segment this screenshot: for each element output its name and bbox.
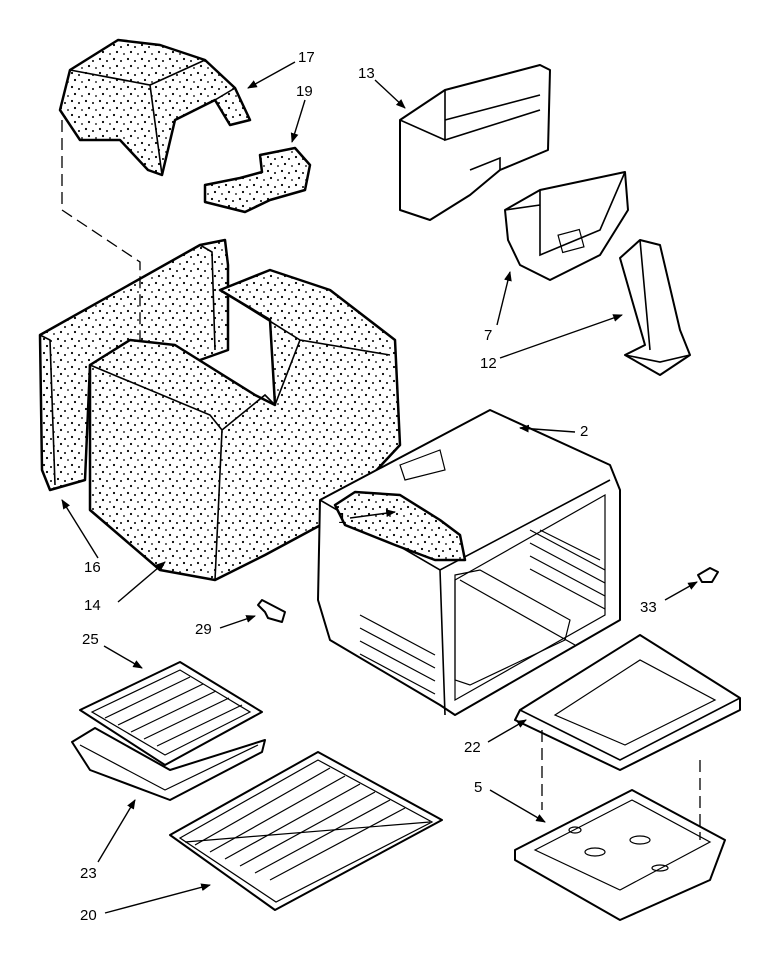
rack-supports-left (359, 614, 436, 695)
part-7-vent-cover (504, 171, 629, 281)
part-13-vent-duct (399, 64, 551, 221)
callout-20: 20 (80, 907, 97, 924)
callout-13: 13 (358, 65, 375, 82)
callout-19: 19 (296, 83, 313, 100)
part-23-broiler-pan (71, 727, 266, 801)
leader-lines (61, 61, 698, 914)
part-29-clip (257, 599, 286, 623)
callout-5: 5 (474, 779, 482, 796)
part-5-bottom-pan (514, 789, 726, 921)
part-22-frame (514, 634, 741, 771)
callout-labels: 17 19 13 2 1 7 12 16 14 29 33 25 23 20 2… (80, 49, 657, 924)
callout-14: 14 (84, 597, 101, 614)
alignment-line-17-to-14 (61, 120, 141, 340)
callout-16: 16 (84, 559, 101, 576)
part-20-oven-rack (169, 751, 443, 911)
callout-23: 23 (80, 865, 97, 882)
part-25-broiler-grid (79, 661, 263, 766)
callout-1: 1 (338, 510, 346, 527)
part-17-top-insulation (58, 38, 252, 177)
callout-7: 7 (484, 327, 492, 344)
callout-29: 29 (195, 621, 212, 638)
callout-2: 2 (580, 423, 588, 440)
alignment-line-22-to-5 (541, 730, 701, 840)
rack-supports-right (529, 529, 606, 610)
callout-17: 17 (298, 49, 315, 66)
part-33-clip (697, 567, 719, 583)
part-12-bracket (619, 239, 691, 376)
callout-33: 33 (640, 599, 657, 616)
callout-12: 12 (480, 355, 497, 372)
part-19-insulation-strip (203, 146, 312, 214)
part-1-cavity-insulation (333, 490, 467, 562)
callout-25: 25 (82, 631, 99, 648)
callout-22: 22 (464, 739, 481, 756)
